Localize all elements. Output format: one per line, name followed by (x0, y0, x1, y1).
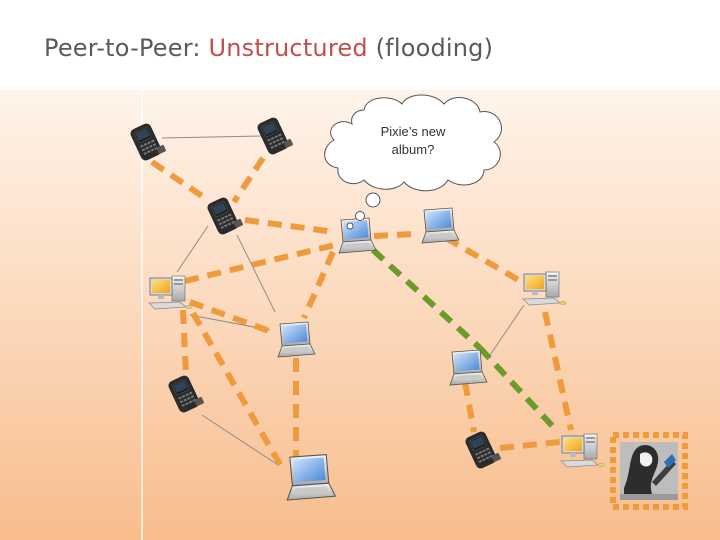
flood-link (542, 311, 574, 431)
result-path-segment (370, 247, 483, 351)
thin-link (236, 234, 276, 313)
title-highlight: Unstructured (208, 34, 368, 62)
flood-links (150, 156, 574, 470)
thin-link (201, 414, 279, 466)
flood-link (150, 159, 207, 201)
thin-link (161, 135, 263, 139)
flood-link (462, 381, 477, 433)
slide-title: Peer-to-Peer: Unstructured (flooding) (44, 34, 493, 62)
title-suffix: (flooding) (367, 34, 494, 62)
thin-link (487, 304, 525, 359)
result-path-segment (477, 345, 561, 435)
title-prefix: Peer-to-Peer: (44, 34, 209, 62)
flood-link (499, 439, 561, 451)
flood-link (188, 299, 274, 335)
flood-link (373, 231, 415, 239)
thought-bubble: Pixie’s new album? (324, 94, 502, 230)
network-panel: Pixie’s new album? (0, 90, 720, 540)
flood-link (180, 309, 189, 376)
result-path (370, 247, 561, 435)
flood-link (444, 235, 524, 285)
flood-link (184, 242, 336, 284)
thought-text-line1: Pixie’s new (381, 124, 446, 139)
flood-link (301, 250, 336, 320)
thought-text-line2: album? (392, 142, 435, 157)
thin-link (176, 225, 209, 273)
thin-links (161, 135, 525, 466)
flood-link (244, 217, 336, 235)
flood-link (231, 156, 266, 204)
flood-link (190, 311, 285, 470)
album-art[interactable] (610, 432, 688, 510)
